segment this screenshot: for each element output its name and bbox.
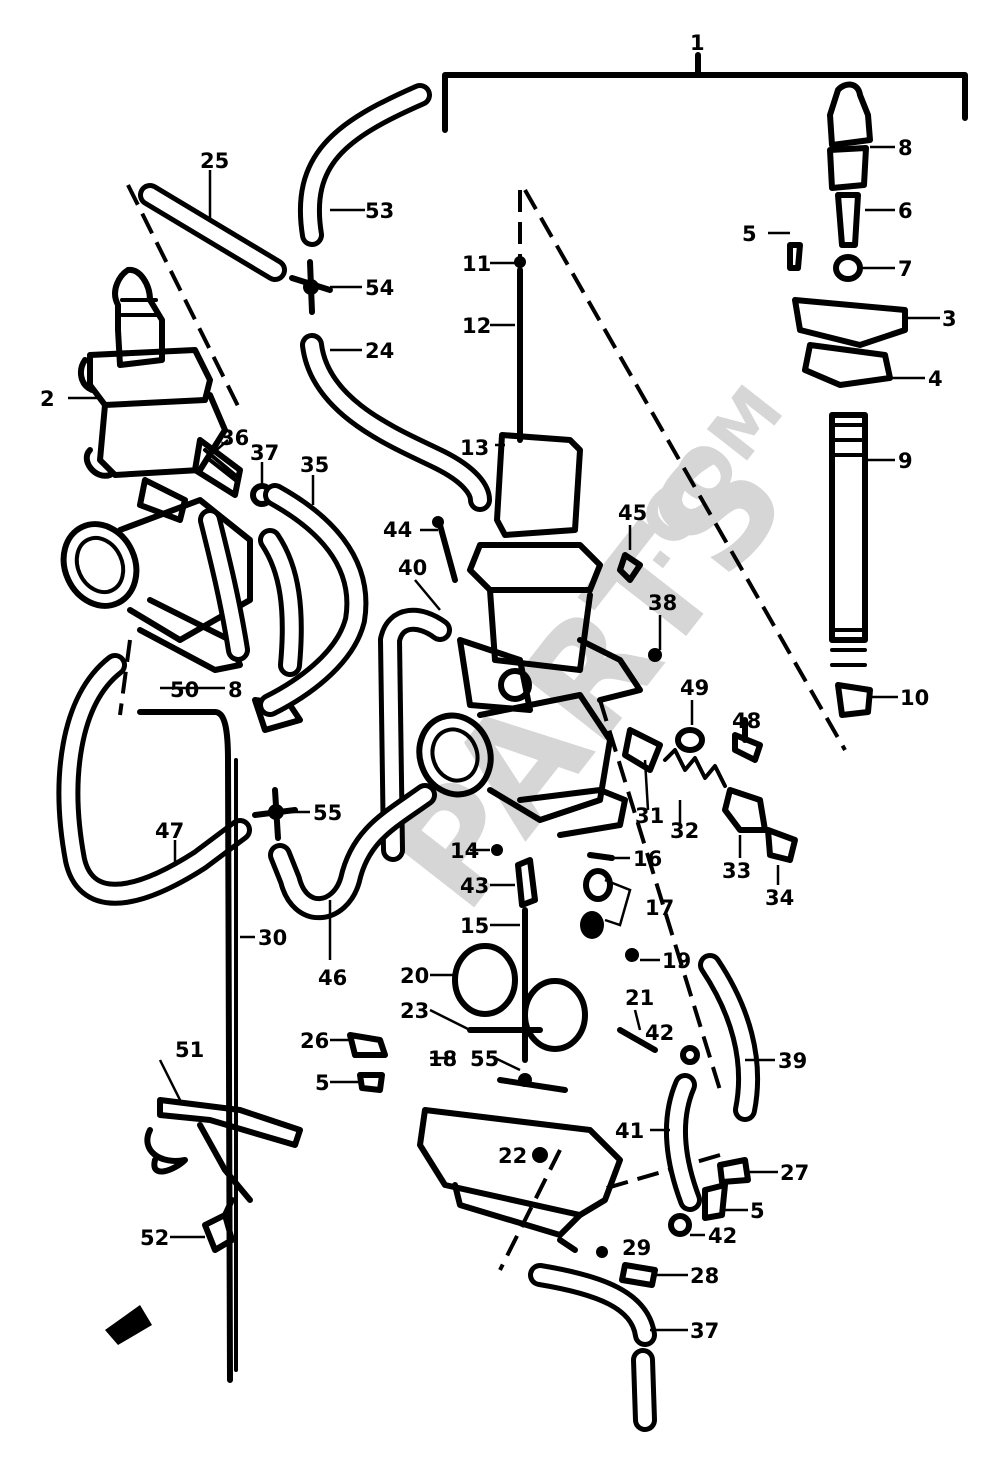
callout-14: 14 xyxy=(450,839,479,863)
callout-9: 9 xyxy=(898,449,913,473)
callout-21: 21 xyxy=(625,986,654,1010)
callout-4: 4 xyxy=(928,367,943,391)
joint-55 xyxy=(252,787,298,841)
callout-50: 50 xyxy=(170,678,199,702)
callout-52: 52 xyxy=(140,1226,169,1250)
hose-24 xyxy=(300,333,492,512)
small-parts-bottom-left xyxy=(347,1032,388,1093)
callout-16: 16 xyxy=(633,847,662,871)
callout-44: 44 xyxy=(383,518,412,542)
callout-40: 40 xyxy=(398,556,427,580)
screw-assembly xyxy=(622,727,798,863)
callout-38: 38 xyxy=(648,591,677,615)
screw-52 xyxy=(202,1197,235,1253)
callout-35: 35 xyxy=(300,453,329,477)
callout-labels: 1 25 2 53 54 24 11 12 13 8 6 5 7 3 4 9 1… xyxy=(40,31,957,1343)
hose-25 xyxy=(138,183,287,282)
callout-18: 18 xyxy=(428,1047,457,1071)
callout-22: 22 xyxy=(498,1144,527,1168)
left-carburetor xyxy=(60,266,304,733)
callout-23: 23 xyxy=(400,999,429,1023)
callout-11: 11 xyxy=(462,252,491,276)
callout-31: 31 xyxy=(635,804,664,828)
assembly-bracket xyxy=(442,52,968,133)
callout-26: 26 xyxy=(300,1029,329,1053)
hose-47 xyxy=(56,653,252,906)
callout-1: 1 xyxy=(690,31,705,55)
explode-guides xyxy=(118,184,847,1271)
callout-8: 8 xyxy=(898,136,913,160)
hose-46 xyxy=(268,783,437,921)
callout-47: 47 xyxy=(155,819,184,843)
callout-12: 12 xyxy=(462,314,491,338)
callout-46: 46 xyxy=(318,966,347,990)
callout-5c: 5 xyxy=(750,1199,765,1223)
hose-41 xyxy=(663,1073,702,1212)
callout-5a: 5 xyxy=(742,222,757,246)
callout-34: 34 xyxy=(765,886,794,910)
pipe-40 xyxy=(377,607,452,862)
callout-37b: 37 xyxy=(690,1319,719,1343)
joint-54 xyxy=(289,259,333,315)
callout-32: 32 xyxy=(670,819,699,843)
callout-28: 28 xyxy=(690,1264,719,1288)
callout-24: 24 xyxy=(365,339,394,363)
callout-37: 37 xyxy=(250,441,279,465)
callout-leaders xyxy=(68,145,940,1332)
callout-2: 2 xyxy=(40,387,55,411)
callout-20: 20 xyxy=(400,964,429,988)
front-arrow-mark xyxy=(105,1305,152,1345)
right-top-assembly xyxy=(787,81,908,388)
callout-45: 45 xyxy=(618,501,647,525)
callout-43: 43 xyxy=(460,874,489,898)
callout-53: 53 xyxy=(365,199,394,223)
callout-7: 7 xyxy=(898,257,913,281)
callout-3: 3 xyxy=(942,307,957,331)
jet-stack xyxy=(491,844,639,1063)
screw-44 xyxy=(432,516,458,583)
callout-42: 42 xyxy=(708,1224,737,1248)
callout-27: 27 xyxy=(780,1161,809,1185)
small-parts-29-28 xyxy=(596,1246,658,1288)
callout-6: 6 xyxy=(898,199,913,223)
watermark-brand: PARTS xyxy=(357,414,821,940)
callout-41: 41 xyxy=(615,1119,644,1143)
callout-42b: 42 xyxy=(645,1021,674,1045)
callout-8b: 8 xyxy=(228,678,243,702)
spring-rod-9 xyxy=(829,412,873,718)
center-carburetor xyxy=(416,256,643,838)
callout-15: 15 xyxy=(460,914,489,938)
callout-48: 48 xyxy=(732,709,761,733)
small-parts-bottom-right xyxy=(617,1027,751,1237)
bracket-51 xyxy=(144,1097,303,1203)
callout-36: 36 xyxy=(220,426,249,450)
callout-30: 30 xyxy=(258,926,287,950)
callout-29: 29 xyxy=(622,1236,651,1260)
callout-19: 19 xyxy=(662,949,691,973)
callout-17: 17 xyxy=(645,896,674,920)
callout-49: 49 xyxy=(680,676,709,700)
float-bowl xyxy=(417,1073,623,1253)
callout-25: 25 xyxy=(200,149,229,173)
float-20 xyxy=(452,943,588,1052)
callout-39: 39 xyxy=(778,1049,807,1073)
callout-51: 51 xyxy=(175,1038,204,1062)
callout-5b: 5 xyxy=(315,1071,330,1095)
hose-39 xyxy=(698,953,761,1122)
callout-10: 10 xyxy=(900,686,929,710)
hose-53 xyxy=(297,83,432,247)
callout-54: 54 xyxy=(365,276,394,300)
cable-30 xyxy=(137,709,238,1383)
callout-55a: 55 xyxy=(313,801,342,825)
callout-33: 33 xyxy=(722,859,751,883)
hose-35 xyxy=(258,483,369,717)
callout-55b: 55 xyxy=(470,1047,499,1071)
callout-13: 13 xyxy=(460,436,489,460)
hose-37-lower xyxy=(528,1263,657,1432)
